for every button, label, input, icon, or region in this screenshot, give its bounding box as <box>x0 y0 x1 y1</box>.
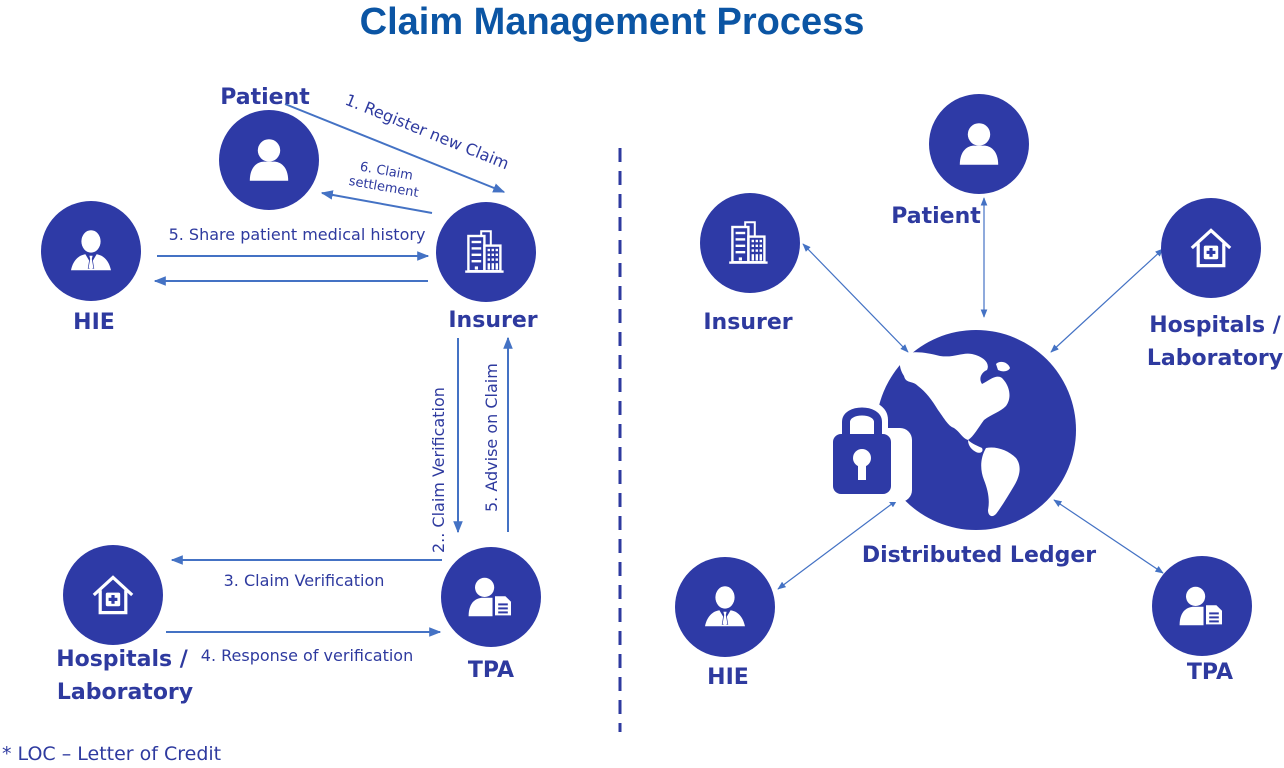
right-ledger-diagram: Distributed Ledger Patient Insurer Hospi… <box>675 94 1283 690</box>
right-node-ledger-label: Distributed Ledger <box>862 543 1096 568</box>
arrow-ledger-insurer <box>802 243 909 353</box>
right-node-patient-label: Patient <box>891 204 981 229</box>
right-node-insurer-label: Insurer <box>703 310 792 335</box>
edge-label-response-verification: 4. Response of verification <box>201 646 413 665</box>
left-node-tpa[interactable]: TPA <box>441 547 541 683</box>
arrow-ledger-hie <box>777 499 898 590</box>
page-title: Claim Management Process <box>360 1 865 43</box>
left-node-patient-label: Patient <box>220 85 310 110</box>
left-node-hospitals[interactable]: Hospitals / Laboratory <box>56 545 193 705</box>
right-node-hospitals[interactable]: Hospitals / Laboratory <box>1147 198 1283 371</box>
lock-icon <box>826 400 912 502</box>
edge-label-claim-verification-vertical: 2.. Claim Verification <box>429 387 448 553</box>
right-node-hie-label: HIE <box>707 665 749 690</box>
left-node-hospitals-label-2: Laboratory <box>57 680 193 705</box>
right-node-hospitals-label-2: Laboratory <box>1147 346 1283 371</box>
right-node-insurer[interactable]: Insurer <box>700 193 800 335</box>
left-node-hospitals-label-1: Hospitals / <box>56 647 189 672</box>
left-node-tpa-label: TPA <box>468 658 514 683</box>
edge-label-share-history: 5. Share patient medical history <box>169 225 426 244</box>
arrow-register-claim <box>284 103 506 193</box>
right-node-hie[interactable]: HIE <box>675 557 775 690</box>
arrow-ledger-hospitals <box>1050 248 1164 353</box>
left-node-hie[interactable]: HIE <box>41 201 141 335</box>
left-node-patient[interactable]: Patient <box>219 85 319 210</box>
globe-icon <box>876 330 1076 530</box>
left-node-insurer-label: Insurer <box>448 308 537 333</box>
left-process-diagram: 1. Register new Claim 6. Claim settlemen… <box>41 85 541 705</box>
right-node-distributed-ledger[interactable]: Distributed Ledger <box>826 330 1096 568</box>
edge-label-claim-verification: 3. Claim Verification <box>224 571 385 590</box>
left-node-insurer[interactable]: Insurer <box>436 202 538 333</box>
right-node-tpa-label: TPA <box>1187 660 1233 685</box>
right-node-tpa[interactable]: TPA <box>1152 556 1252 685</box>
arrow-ledger-tpa <box>1053 499 1164 574</box>
right-node-hospitals-label-1: Hospitals / <box>1149 313 1282 338</box>
right-node-patient[interactable]: Patient <box>891 94 1029 229</box>
edge-label-advise-on-claim: 5. Advise on Claim <box>482 363 501 512</box>
footnote: * LOC – Letter of Credit <box>2 743 221 765</box>
arrow-claim-settlement <box>320 190 433 214</box>
left-node-hie-label: HIE <box>73 310 115 335</box>
